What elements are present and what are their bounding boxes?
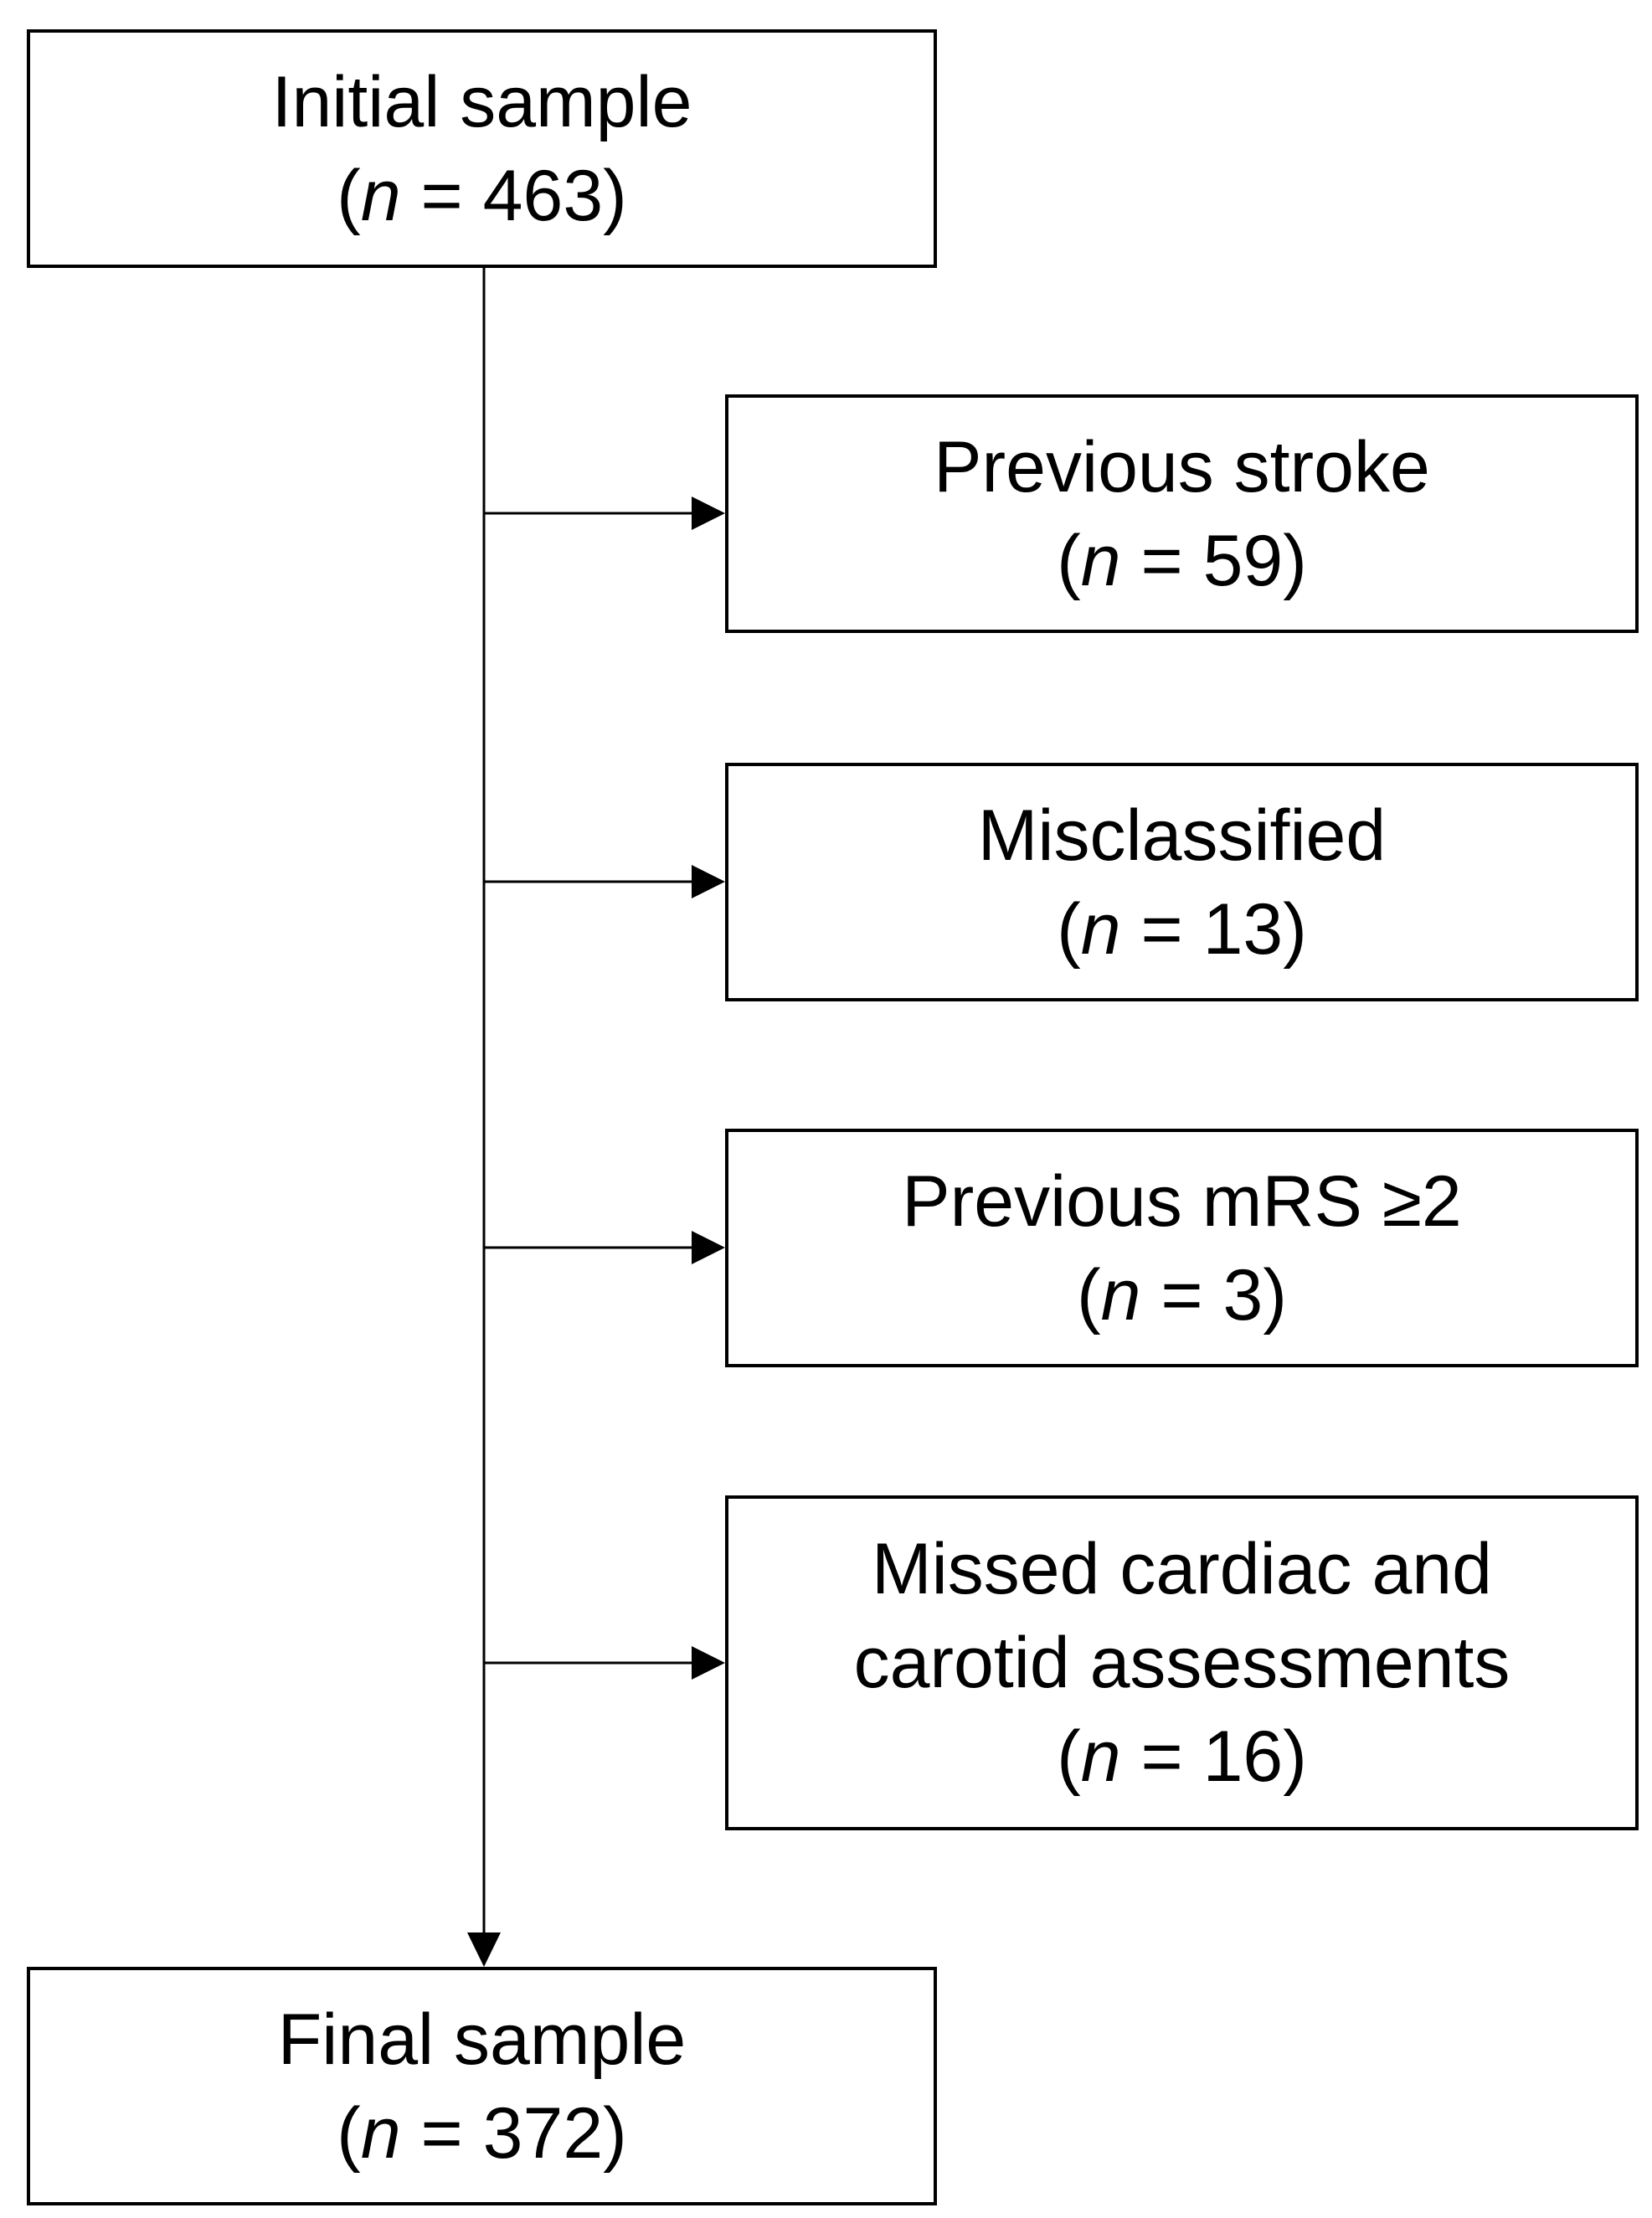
final-sample-box: Final sample (n = 372) (27, 1967, 937, 2205)
exclusion-count-line: (n = 13) (1057, 888, 1307, 970)
exclusion-box-misclassified: Misclassified (n = 13) (725, 763, 1639, 1001)
n-symbol: n (360, 2092, 401, 2174)
initial-sample-box: Initial sample (n = 463) (27, 29, 937, 268)
n-symbol: n (1100, 1254, 1141, 1335)
initial-sample-label: Initial sample (271, 61, 692, 142)
initial-sample-count-line: (n = 463) (337, 155, 627, 236)
exclusion-count: 13 (1202, 888, 1284, 970)
branch-arrowhead-previous-stroke (692, 497, 725, 530)
n-symbol: n (360, 155, 401, 236)
exclusion-box-previous-mrs: Previous mRS ≥2 (n = 3) (725, 1129, 1639, 1367)
exclusion-count: 16 (1202, 1716, 1284, 1797)
final-sample-count-line: (n = 372) (337, 2092, 627, 2174)
exclusion-label-line-2: carotid assessments (853, 1623, 1510, 1703)
exclusion-box-previous-stroke: Previous stroke (n = 59) (725, 394, 1639, 633)
exclusion-label: Previous mRS ≥2 (902, 1160, 1462, 1242)
branch-arrowhead-missed-assessments (692, 1646, 725, 1680)
exclusion-label: Previous stroke (934, 426, 1430, 507)
exclusion-count: 59 (1202, 520, 1284, 601)
exclusion-count-line: (n = 3) (1077, 1254, 1287, 1335)
n-symbol: n (1080, 1716, 1121, 1797)
final-sample-count: 372 (482, 2092, 604, 2174)
n-symbol: n (1080, 888, 1121, 970)
branch-arrowhead-misclassified (692, 865, 725, 898)
exclusion-label-line-1: Missed cardiac and (872, 1529, 1492, 1609)
final-sample-label: Final sample (277, 1999, 687, 2080)
exclusion-count-line: (n = 59) (1057, 520, 1307, 601)
exclusion-box-missed-assessments: Missed cardiac and carotid assessments (… (725, 1495, 1639, 1830)
n-symbol: n (1080, 520, 1121, 601)
final-arrowhead (467, 1932, 501, 1967)
branch-arrowhead-mrs (692, 1231, 725, 1264)
initial-sample-count: 463 (482, 155, 604, 236)
exclusion-label: Misclassified (977, 795, 1387, 876)
exclusion-count-line: (n = 16) (1057, 1716, 1307, 1797)
exclusion-count: 3 (1222, 1254, 1263, 1335)
